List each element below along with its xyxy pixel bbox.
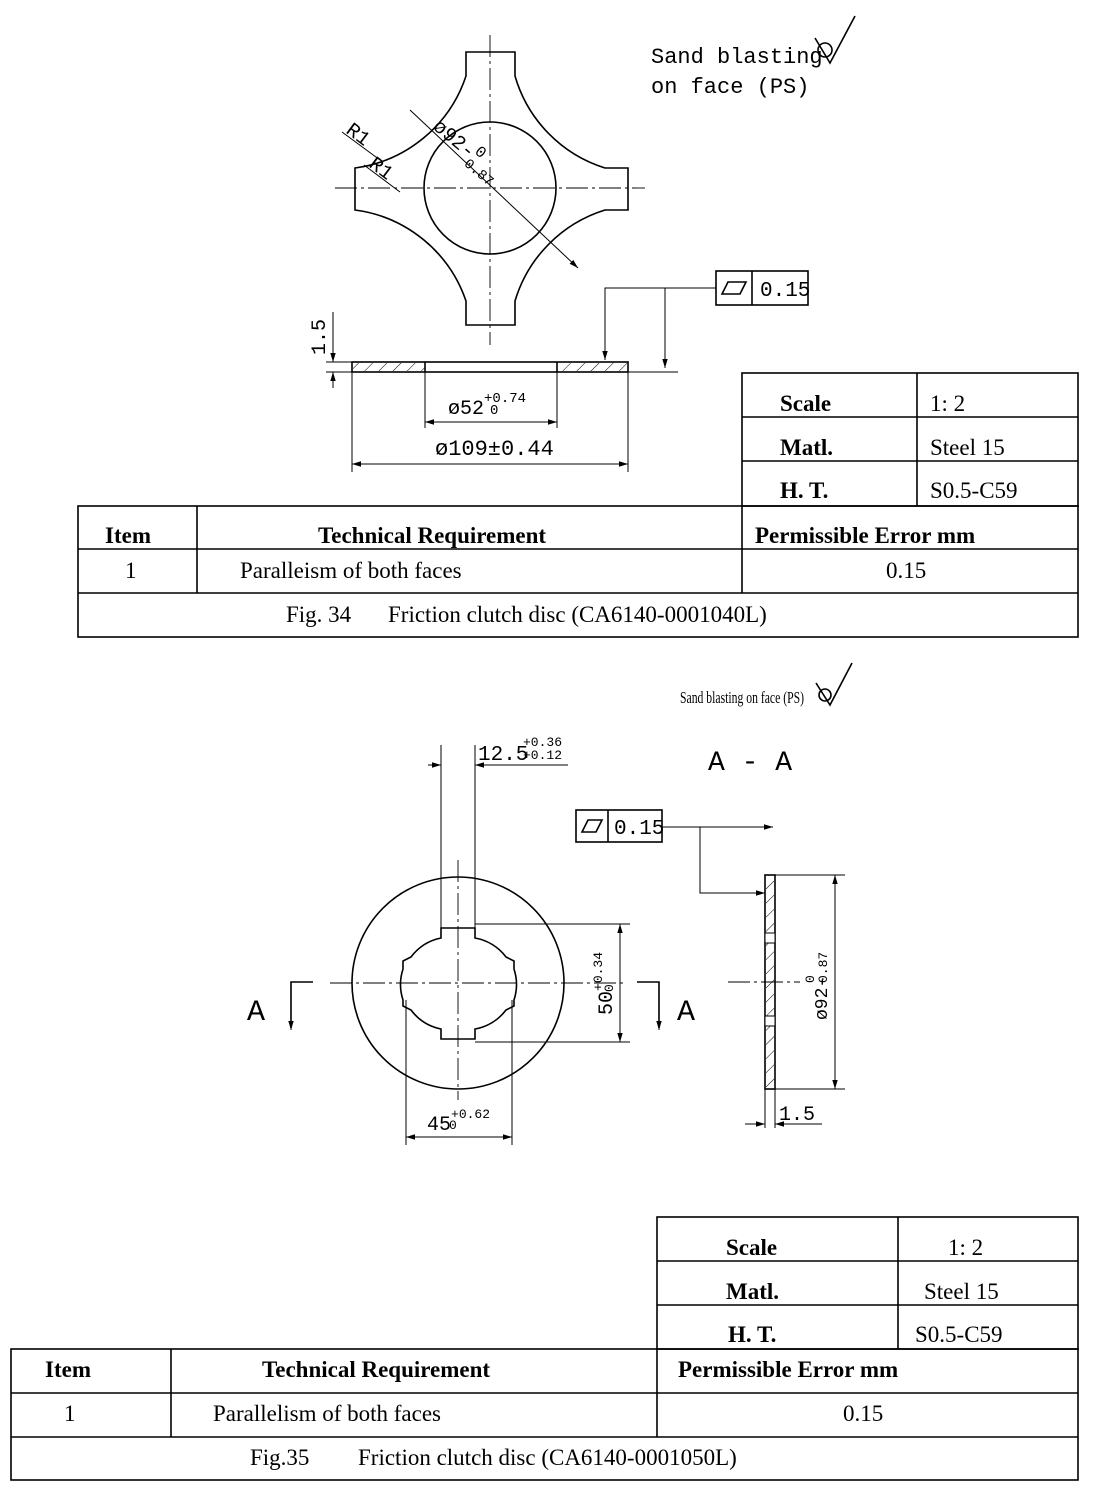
fig34-dia52-label: ø52+0.74 bbox=[448, 391, 526, 421]
svg-text:Technical Requirement: Technical Requirement bbox=[318, 523, 546, 548]
fig35-dim-92: ø92- bbox=[813, 977, 833, 1020]
svg-text:H. T.: H. T. bbox=[780, 478, 828, 503]
fig35-title-block: Scale 1: 2 Matl. Steel 15 H. T. S0.5-C59 bbox=[656, 1216, 1079, 1350]
fig34-surface-symbol bbox=[814, 15, 856, 65]
fig35-thickness-label: 1.5 bbox=[779, 1104, 815, 1127]
fig35-surface-symbol bbox=[815, 662, 853, 707]
svg-text:Item: Item bbox=[45, 1357, 91, 1382]
svg-text:Permissible Error mm: Permissible Error mm bbox=[678, 1357, 898, 1382]
fig34-sandblast-line1: Sand blasting bbox=[651, 45, 823, 70]
svg-text:Scale: Scale bbox=[726, 1235, 777, 1260]
svg-text:0.15: 0.15 bbox=[843, 1401, 883, 1426]
svg-text:Matl.: Matl. bbox=[726, 1279, 779, 1304]
fig34-side-view bbox=[351, 361, 629, 373]
svg-text:Friction clutch disc (CA6140-0: Friction clutch disc (CA6140-0001040L) bbox=[388, 602, 767, 627]
fig34-drawing: ø92-00.87 R1 R1 Sand blasting on face (P… bbox=[77, 15, 1079, 638]
fig35-sandblast-note: Sand blasting on face (PS) bbox=[680, 688, 804, 707]
fig35-dim-12-5: 12.5 bbox=[478, 744, 528, 767]
svg-text:Fig.35: Fig.35 bbox=[250, 1445, 309, 1470]
svg-text:1: 2: 1: 2 bbox=[948, 1235, 983, 1260]
svg-text:S0.5-C59: S0.5-C59 bbox=[915, 1322, 1003, 1347]
fig34-disc-outline bbox=[354, 51, 629, 326]
svg-text:Steel 15: Steel 15 bbox=[930, 435, 1005, 460]
svg-text:0: 0 bbox=[803, 975, 818, 983]
svg-text:+0.36: +0.36 bbox=[523, 735, 562, 750]
svg-text:1: 1 bbox=[125, 558, 137, 583]
fig35-section-marker-right: A bbox=[677, 996, 695, 1030]
svg-text:Technical Requirement: Technical Requirement bbox=[262, 1357, 490, 1382]
svg-text:1: 2: 1: 2 bbox=[930, 391, 965, 416]
fig35-section-title: A - A bbox=[708, 748, 792, 779]
fig35-flatness-frame bbox=[575, 809, 663, 843]
fig34-sandblast-line2: on face (PS) bbox=[651, 75, 809, 100]
fig34-flatness-value: 0.15 bbox=[760, 280, 810, 303]
fig35-dim-50: 50+0.34 bbox=[591, 952, 619, 1015]
fig34-thickness-label: 1.5 bbox=[309, 319, 332, 355]
svg-text:Matl.: Matl. bbox=[780, 435, 833, 460]
svg-text:0: 0 bbox=[490, 403, 498, 419]
svg-text:Steel 15: Steel 15 bbox=[924, 1279, 999, 1304]
fig34-title-block: Scale 1: 2 Matl. Steel 15 H. T. S0.5-C59 bbox=[741, 372, 1079, 507]
svg-text:0.87: 0.87 bbox=[816, 952, 831, 983]
svg-text:Parallelism of both faces: Parallelism of both faces bbox=[213, 1401, 441, 1426]
svg-text:+0.12: +0.12 bbox=[523, 748, 562, 763]
svg-text:Permissible Error mm: Permissible Error mm bbox=[755, 523, 975, 548]
fig35-drawing: Sand blasting on face (PS) A - A 12.5 +0… bbox=[10, 662, 1079, 1481]
svg-text:0: 0 bbox=[449, 1118, 457, 1133]
svg-text:Scale: Scale bbox=[780, 391, 831, 416]
fig34-requirement-table: Item Technical Requirement Permissible E… bbox=[77, 505, 1079, 638]
fig34-r1-label-a: R1 bbox=[341, 119, 374, 152]
svg-text:S0.5-C59: S0.5-C59 bbox=[930, 478, 1018, 503]
svg-text:Fig. 34: Fig. 34 bbox=[286, 602, 352, 627]
svg-text:1: 1 bbox=[64, 1401, 76, 1426]
svg-text:0.15: 0.15 bbox=[886, 558, 926, 583]
fig34-dia109-label: ø109±0.44 bbox=[435, 437, 554, 462]
svg-text:Item: Item bbox=[105, 523, 151, 548]
fig35-dim-45: 45+0.62 bbox=[427, 1107, 490, 1137]
fig35-requirement-table: Item Technical Requirement Permissible E… bbox=[10, 1348, 1079, 1481]
svg-text:H. T.: H. T. bbox=[728, 1322, 776, 1347]
fig35-spline-bore bbox=[399, 927, 518, 1040]
svg-text:0: 0 bbox=[602, 984, 617, 992]
svg-text:Paralleism of both faces: Paralleism of both faces bbox=[240, 558, 462, 583]
fig35-flatness-value: 0.15 bbox=[614, 818, 664, 841]
svg-text:Friction clutch disc (CA6140-0: Friction clutch disc (CA6140-0001050L) bbox=[358, 1445, 737, 1470]
fig35-section-marker-left: A bbox=[247, 996, 265, 1030]
